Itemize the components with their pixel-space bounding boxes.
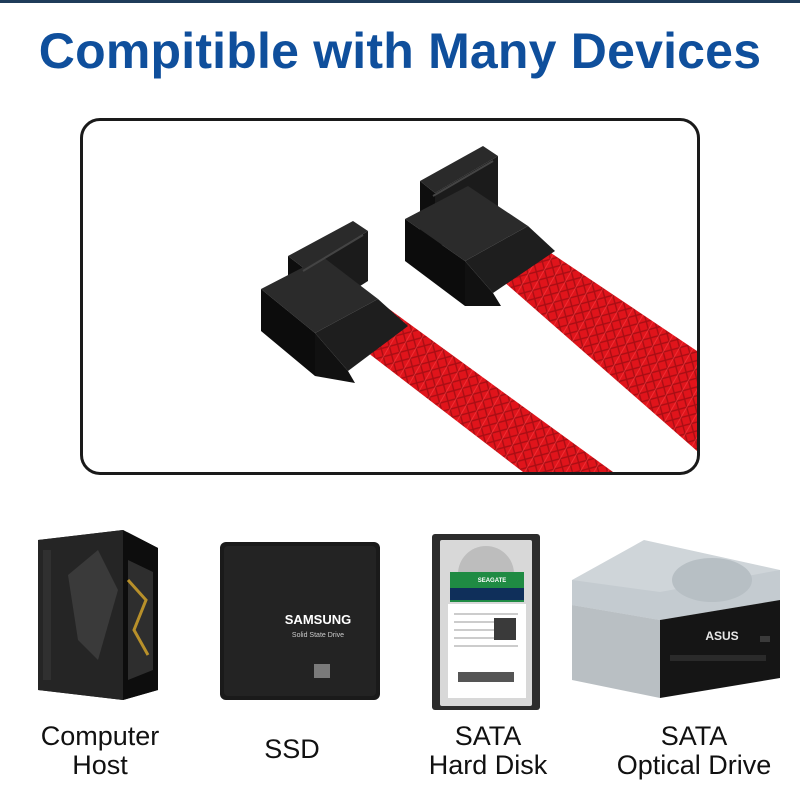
device-hard-disk: SEAGATE xyxy=(428,532,544,712)
connector-right xyxy=(405,146,555,306)
caption-ssd: SSD xyxy=(232,735,352,764)
headline: Compitible with Many Devices xyxy=(38,23,762,79)
connector-left xyxy=(261,221,408,383)
computer-tower-icon xyxy=(38,530,158,700)
ssd-subtitle: Solid State Drive xyxy=(292,632,344,639)
top-rule xyxy=(0,0,800,3)
caption-line: Host xyxy=(72,750,128,780)
right-angle-sata-cables-icon xyxy=(261,146,697,472)
caption-line: Optical Drive xyxy=(616,750,772,780)
caption-line: Hard Disk xyxy=(428,750,548,780)
device-ssd: SAMSUNG Solid State Drive xyxy=(218,540,382,704)
product-image-frame xyxy=(80,118,700,475)
caption-line: Computer xyxy=(40,721,160,751)
caption-line: SATA xyxy=(660,721,728,751)
ssd-brand: SAMSUNG xyxy=(285,612,351,627)
caption-line: SSD xyxy=(264,734,320,764)
ssd-icon: SAMSUNG Solid State Drive xyxy=(220,542,380,700)
caption-line: SATA xyxy=(454,721,522,751)
caption-optical-drive: SATA Optical Drive xyxy=(602,722,786,780)
cable-right xyxy=(503,251,697,451)
caption-hard-disk: SATA Hard Disk xyxy=(408,722,568,780)
device-optical-drive: ASUS xyxy=(572,540,780,700)
hdd-brand: SEAGATE xyxy=(478,578,507,584)
hard-disk-icon: SEAGATE xyxy=(432,534,540,710)
device-computer-host xyxy=(28,520,168,700)
odd-brand: ASUS xyxy=(705,629,738,643)
caption-computer-host: Computer Host xyxy=(20,722,180,780)
optical-drive-icon: ASUS xyxy=(572,540,780,698)
cable-left xyxy=(333,301,613,472)
